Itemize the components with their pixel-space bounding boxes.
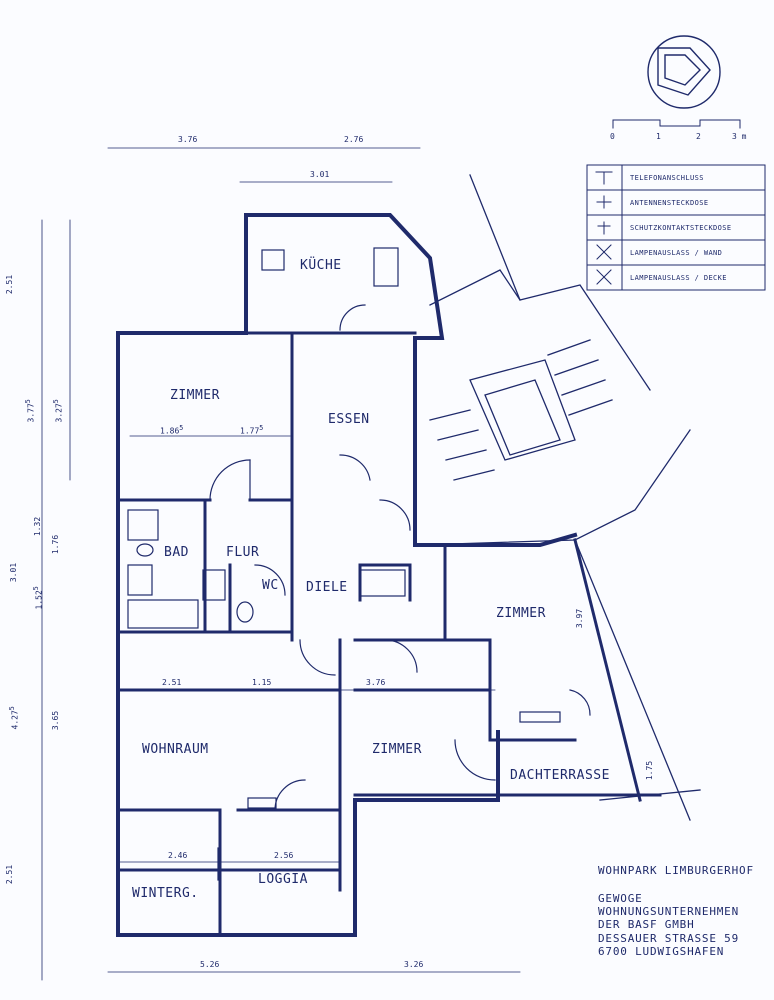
dimension-label: 2.51 xyxy=(5,864,15,885)
terrace-edge xyxy=(574,539,701,821)
room-label-diele: DIELE xyxy=(306,580,348,595)
dimension-label: 3.76 xyxy=(178,135,198,144)
project-title: WOHNPARK LIMBURGERHOF xyxy=(598,864,754,877)
dimension-label: 1.525 xyxy=(31,586,44,610)
legend-frame xyxy=(586,164,766,291)
scale-label: 3 m xyxy=(732,132,747,141)
north-arrow-icon xyxy=(647,35,721,109)
dimension-lines xyxy=(41,147,521,981)
room-label-zimmer: ZIMMER xyxy=(170,388,220,403)
dimension-label: 3.01 xyxy=(9,562,19,583)
dimension-label: 5.26 xyxy=(200,960,220,969)
room-label-essen: ESSEN xyxy=(328,412,370,427)
room-label-zimmer: ZIMMER xyxy=(372,742,422,757)
room-label-wohnraum: WOHNRAUM xyxy=(142,742,209,757)
company-line: WOHNUNGSUNTERNEHMEN xyxy=(598,905,740,918)
room-label-zimmer: ZIMMER xyxy=(496,606,546,621)
dimension-label: 3.01 xyxy=(310,170,330,179)
room-label-kueche: KÜCHE xyxy=(300,258,342,273)
dimension-label: 1.15 xyxy=(252,678,272,687)
company-line: GEWOGE xyxy=(598,892,643,905)
legend-label-ceiling-lamp: LAMPENAUSLASS / DECKE xyxy=(630,274,727,282)
room-label-wc: WC xyxy=(262,578,279,593)
dimension-label: 1.32 xyxy=(33,516,43,537)
dimension-label: 2.46 xyxy=(168,851,188,860)
scale-label: 2 xyxy=(696,132,701,141)
dimension-label: 3.775 xyxy=(23,399,36,423)
dimension-label: 3.65 xyxy=(51,710,61,731)
legend-label-telephone: TELEFONANSCHLUSS xyxy=(630,174,704,182)
room-label-bad: BAD xyxy=(164,545,189,560)
scale-label: 1 xyxy=(656,132,661,141)
company-line: DER BASF GMBH xyxy=(598,918,695,931)
dimension-label: 3.275 xyxy=(51,399,64,423)
legend-label-socket: SCHUTZKONTAKTSTECKDOSE xyxy=(630,224,732,232)
dimension-label: 4.275 xyxy=(7,706,20,730)
stairwell xyxy=(419,174,691,546)
dimension-label: 3.97 xyxy=(575,608,585,629)
dimension-label: 2.56 xyxy=(274,851,294,860)
room-label-dachterrasse: DACHTERRASSE xyxy=(510,768,610,783)
dimension-label: 1.775 xyxy=(240,424,264,436)
dimension-label: 2.51 xyxy=(162,678,182,687)
scale-bar xyxy=(612,119,741,129)
interior-walls xyxy=(118,331,662,937)
dimension-label: 2.51 xyxy=(5,274,15,295)
outer-walls xyxy=(116,213,578,937)
legend-label-antenna: ANTENNENSTECKDOSE xyxy=(630,199,709,207)
dimension-label: 1.75 xyxy=(645,760,655,781)
dimension-label: 2.76 xyxy=(344,135,364,144)
dimension-label: 1.865 xyxy=(160,424,184,436)
room-label-loggia: LOGGIA xyxy=(258,872,308,887)
address-line: DESSAUER STRASSE 59 xyxy=(598,932,740,945)
dimension-label: 3.26 xyxy=(404,960,424,969)
dimension-label: 1.76 xyxy=(51,534,61,555)
dimension-label: 3.76 xyxy=(366,678,386,687)
scale-label: 0 xyxy=(610,132,615,141)
room-label-flur: FLUR xyxy=(226,545,260,560)
fixtures xyxy=(127,247,561,881)
room-label-winterg: WINTERG. xyxy=(132,886,199,901)
address-line: 6700 LUDWIGSHAFEN xyxy=(598,945,725,958)
legend-label-wall-lamp: LAMPENAUSLASS / WAND xyxy=(630,249,723,257)
